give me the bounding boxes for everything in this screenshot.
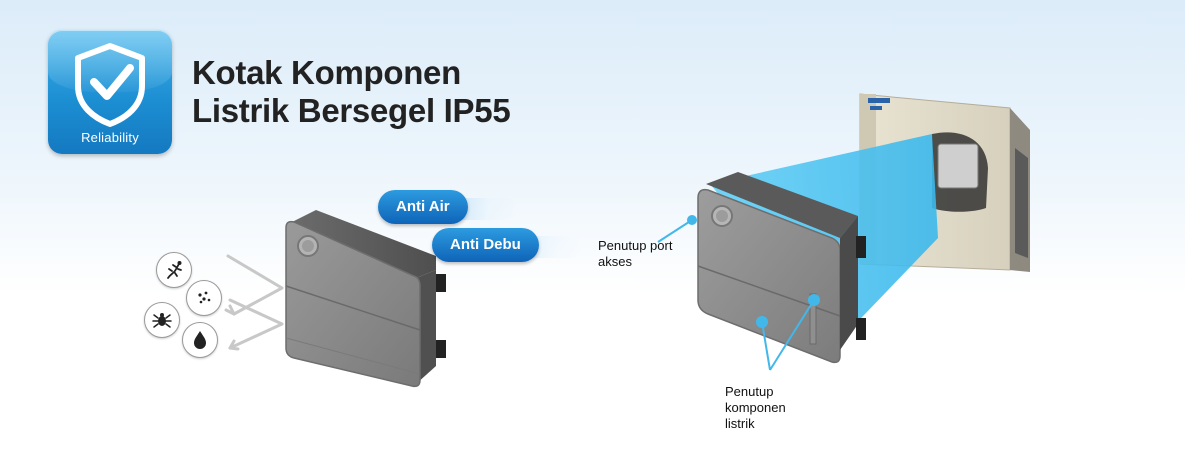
shield-check-icon	[75, 43, 145, 127]
anti-water-label: Anti Air	[378, 190, 468, 224]
anti-dust-badge: Anti Debu	[432, 228, 582, 268]
deflection-arrows	[224, 254, 284, 351]
title-line-1: Kotak Komponen	[192, 54, 461, 91]
port-cover-label: Penutup port akses	[598, 238, 673, 269]
title-line-2: Listrik Bersegel IP55	[192, 92, 511, 129]
water-drop-icon	[182, 322, 218, 358]
anti-water-badge: Anti Air	[378, 190, 518, 230]
outdoor-unit-illustration	[697, 93, 1030, 364]
dust-particles-icon	[186, 280, 222, 316]
insect-icon	[144, 302, 180, 338]
anti-dust-label: Anti Debu	[432, 228, 539, 262]
electrical-box-left	[285, 210, 446, 388]
badge-gloss	[48, 30, 172, 92]
component-cover-label: Penutup komponen listrik	[725, 384, 786, 431]
lizard-icon	[156, 252, 192, 288]
badge-label: Reliability	[81, 130, 139, 145]
reliability-badge: Reliability	[48, 30, 172, 154]
callout-leaders	[657, 215, 820, 371]
page-title: Kotak Komponen Listrik Bersegel IP55	[192, 54, 511, 130]
